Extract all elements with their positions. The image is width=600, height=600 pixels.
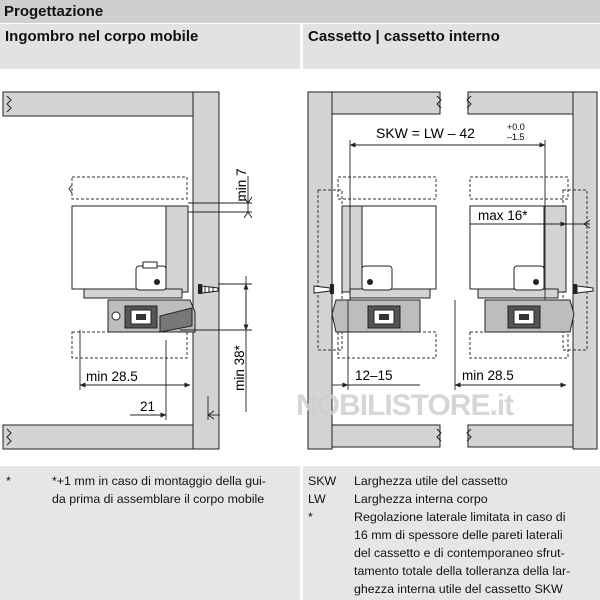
technical-drawing: min 7 min 38* min 28.5 21	[2, 70, 598, 465]
page-title: Progettazione	[0, 0, 600, 23]
note-line: del cassetto e di contemporaneo sfrut-	[354, 546, 565, 560]
dim-min7: min 7	[234, 168, 249, 201]
notes-left: * *+1 mm in caso di montaggio della gui-…	[0, 466, 300, 600]
cabinet-top-panel	[2, 91, 194, 117]
left-figure: min 7 min 38* min 28.5 21	[2, 91, 253, 450]
cabinet-side-wall	[192, 91, 220, 450]
dim-21: 21	[140, 399, 155, 414]
cabinet-wall-left	[307, 91, 333, 450]
note-symbol: SKW	[308, 474, 337, 488]
left-column-heading: Ingombro nel corpo mobile	[0, 24, 300, 69]
note-line: *+1 mm in caso di montaggio della gui-	[52, 474, 266, 488]
coupling-device	[135, 261, 167, 291]
note-symbol: *	[308, 510, 313, 524]
right-column-heading: Cassetto | cassetto interno	[303, 24, 600, 69]
notes-right: SKW Larghezza utile del cassetto LW Larg…	[303, 466, 600, 600]
screw-icon	[198, 284, 219, 294]
note-line: tamento totale della tolleranza della la…	[354, 564, 571, 578]
dim-min38: min 38*	[232, 344, 247, 391]
dim-skw-tol-minus: –1.5	[507, 132, 525, 142]
dim-max16: max 16*	[478, 208, 528, 223]
dim-min285-right: min 28.5	[462, 368, 514, 383]
note-symbol: *	[6, 474, 11, 488]
dim-skw-formula: SKW = LW – 42	[376, 125, 475, 141]
note-line: 16 mm di spessore delle pareti laterali	[354, 528, 563, 542]
drawer-runner	[107, 299, 196, 333]
right-figure: SKW = LW – 42 +0.0 –1.5 max 16* 12–15 mi…	[307, 91, 598, 450]
note-symbol: LW	[308, 492, 326, 506]
dim-range1215: 12–15	[355, 368, 393, 383]
dim-skw-tol-plus: +0.0	[507, 122, 525, 132]
note-line: Larghezza utile del cassetto	[354, 474, 508, 488]
note-line: ghezza interna utile del cassetto SKW	[354, 582, 563, 596]
note-line: Larghezza interna corpo	[354, 492, 488, 506]
dim-min285-left: min 28.5	[86, 369, 138, 384]
cabinet-bottom-panel	[2, 424, 194, 450]
note-line: Regolazione laterale limitata in caso di	[354, 510, 566, 524]
note-line: da prima di assemblare il corpo mobile	[52, 492, 265, 506]
cabinet-wall-right	[572, 91, 598, 450]
watermark-logo: NOBILISTORE.it	[296, 389, 514, 422]
